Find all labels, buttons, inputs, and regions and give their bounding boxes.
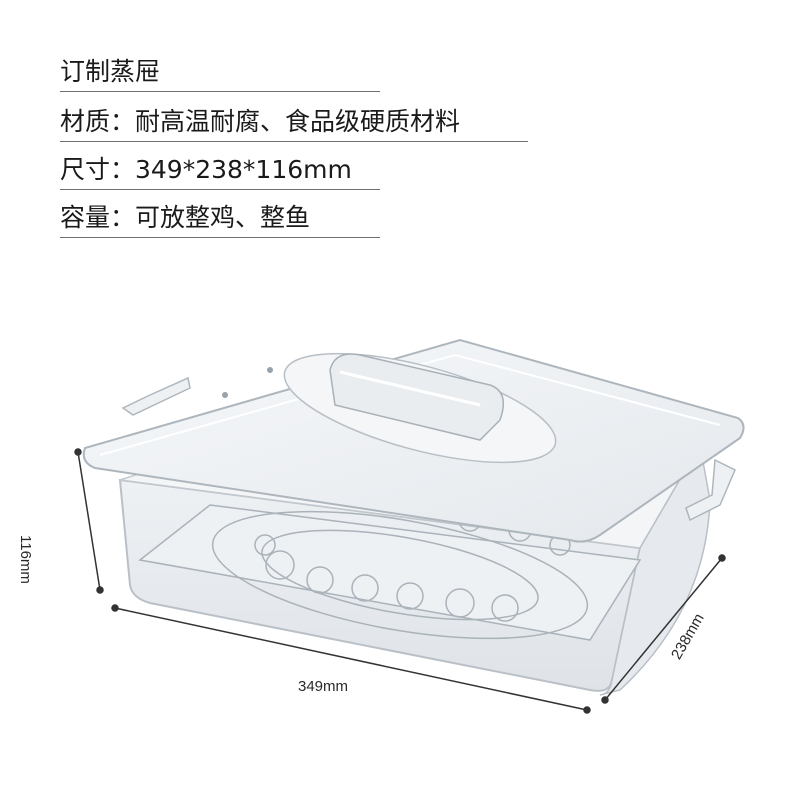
dimension-lines <box>74 448 726 714</box>
height-dimension-label: 116mm <box>17 535 34 584</box>
material-spec: 材质：耐高温耐腐、食品级硬质材料 <box>60 106 528 142</box>
size-spec: 尺寸：349*238*116mm <box>60 154 380 190</box>
lid-vent-hole <box>222 392 228 398</box>
lid-handle <box>283 352 557 464</box>
capacity-spec: 容量：可放整鸡、整鱼 <box>60 202 380 238</box>
perforated-steam-tray <box>138 504 642 641</box>
lid-vent-hole <box>267 367 273 373</box>
length-dimension-label: 349mm <box>298 678 349 695</box>
product-title: 订制蒸屉 <box>60 56 380 92</box>
steamer-lid <box>82 338 745 543</box>
